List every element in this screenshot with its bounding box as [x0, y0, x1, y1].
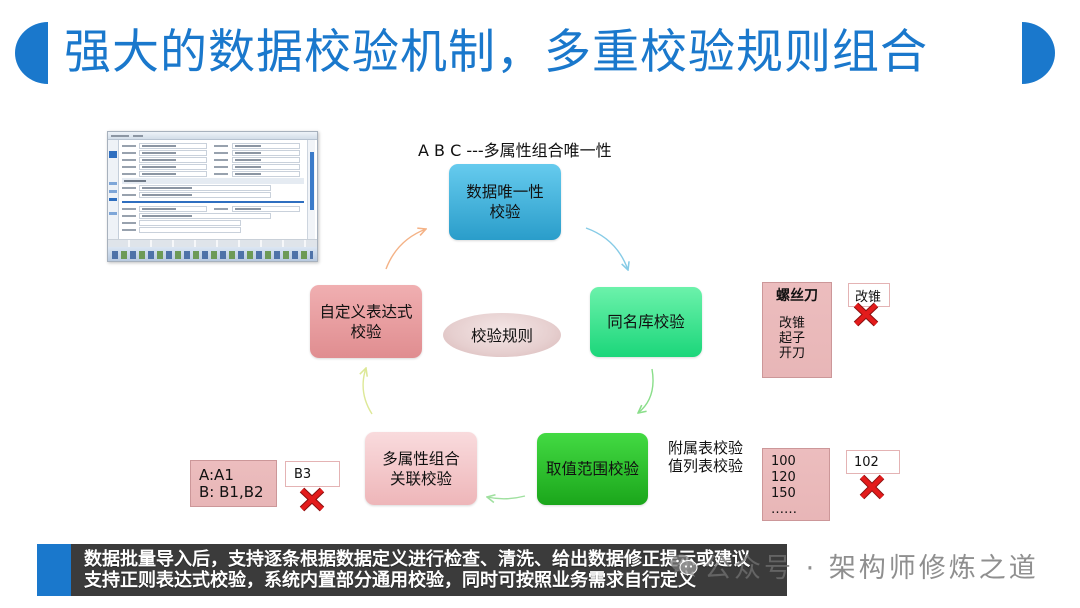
thumb-form-row — [122, 157, 304, 163]
caption-line: 值列表校验 — [668, 457, 744, 475]
title-left-accent — [15, 22, 48, 84]
synonym-item: 开刀 — [779, 346, 806, 361]
banner-line: 支持正则表达式校验，系统内置部分通用校验，同时可按照业务需求自行定义 — [84, 570, 696, 591]
thumb-section-header — [122, 178, 304, 184]
arrow-custom-expression-to-uniqueness — [385, 229, 426, 270]
value-list-caption: 附属表校验 值列表校验 — [668, 439, 743, 475]
thumb-form-row — [122, 227, 304, 233]
node-custom-expression-check: 自定义表达式 校验 — [310, 285, 422, 358]
thumb-form-row — [122, 220, 304, 226]
thumb-form-row — [122, 192, 304, 198]
thumb-form-row — [122, 164, 304, 170]
value-item: 100 — [771, 454, 796, 469]
thumb-nav-item — [109, 151, 117, 158]
node-value-range-check: 取值范围校验 — [537, 433, 648, 505]
value-item: …… — [771, 502, 797, 517]
combination-list: A:A1 B: B1,B2 — [199, 467, 264, 501]
thumb-form — [122, 143, 304, 234]
node-multi-attribute-association-check: 多属性组合 关联校验 — [365, 432, 477, 505]
arrow-same-name-to-value-range — [638, 368, 654, 413]
synonym-dictionary-box: 螺丝刀 改锥 起子 开刀 — [762, 282, 832, 378]
node-label-line: 校验 — [489, 203, 521, 221]
node-data-uniqueness-check: 数据唯一性 校验 — [449, 164, 561, 240]
input-text: 102 — [854, 454, 879, 470]
thumb-form-row — [122, 150, 304, 156]
synonym-list: 改锥 起子 开刀 — [779, 316, 805, 361]
combination-values-box: A:A1 B: B1,B2 — [190, 460, 277, 507]
thumb-nav-item — [109, 182, 117, 185]
summary-banner: 数据批量导入后，支持逐条根据数据定义进行检查、清洗、给出数据修正提示或建议 支持… — [37, 544, 787, 596]
thumb-taskbar — [108, 247, 317, 261]
slide-title: 强大的数据校验机制，多重校验规则组合 — [64, 25, 928, 80]
banner-text: 数据批量导入后，支持逐条根据数据定义进行检查、清洗、给出数据修正提示或建议 支持… — [84, 549, 750, 591]
synonym-term: 螺丝刀 — [776, 288, 818, 304]
thumb-form-row — [122, 185, 304, 191]
combination-input-value: B3 — [285, 461, 340, 487]
arrow-uniqueness-to-same-name — [585, 227, 628, 270]
arrow-value-range-to-multi-attribute — [487, 496, 526, 499]
thumb-scrollbar — [307, 140, 315, 239]
node-label-line: 自定义表达式 — [319, 302, 413, 321]
uniqueness-caption: A B C ---多属性组合唯一性 — [418, 141, 612, 160]
node-label-line: 数据唯一性 — [466, 183, 544, 201]
thumb-divider — [122, 199, 304, 205]
thumb-nav-panel — [108, 140, 119, 239]
value-list-box: 100 120 150 …… — [762, 448, 830, 521]
value-item: 120 — [771, 470, 796, 485]
thumb-form-row — [122, 213, 304, 219]
node-label-line: 同名库校验 — [607, 313, 685, 331]
node-label-line: 多属性组合 — [382, 449, 460, 468]
title-right-accent — [1022, 22, 1055, 84]
center-validation-rules: 校验规则 — [443, 313, 561, 357]
arrow-multi-attribute-to-custom-expression — [363, 368, 373, 415]
cross-icon — [859, 474, 885, 500]
input-text: 改锥 — [855, 289, 882, 305]
node-label-line: 取值范围校验 — [545, 460, 639, 478]
cross-icon — [299, 487, 325, 512]
node-label-line: 校验 — [350, 322, 382, 341]
thumb-form-row — [122, 206, 304, 212]
combination-line: B: B1,B2 — [199, 483, 264, 501]
synonym-item: 改锥 — [779, 316, 806, 331]
combination-line: A:A1 — [199, 466, 234, 484]
thumb-scroll-thumb — [310, 152, 314, 210]
value-item: 150 — [771, 486, 796, 501]
thumb-nav-item — [109, 212, 117, 215]
caption-line: 附属表校验 — [668, 439, 744, 457]
thumb-status-bar — [108, 239, 317, 247]
thumb-title-bar — [108, 132, 317, 140]
thumb-taskbar-icons — [112, 251, 313, 259]
thumb-nav-item — [109, 198, 117, 201]
thumb-form-row — [122, 143, 304, 149]
node-label-line: 关联校验 — [389, 469, 452, 488]
thumb-form-row — [122, 171, 304, 177]
synonym-item: 起子 — [779, 331, 806, 346]
value-list-input-value: 102 — [846, 450, 900, 474]
value-list: 100 120 150 …… — [771, 454, 797, 518]
center-label: 校验规则 — [470, 327, 533, 345]
cross-icon — [853, 302, 879, 327]
software-form-screenshot — [107, 131, 318, 262]
synonym-input-value: 改锥 — [848, 283, 890, 307]
thumb-nav-item — [109, 190, 117, 193]
banner-accent-stripe — [37, 544, 71, 596]
banner-line: 数据批量导入后，支持逐条根据数据定义进行检查、清洗、给出数据修正提示或建议 — [84, 549, 750, 570]
node-same-name-library-check: 同名库校验 — [590, 287, 702, 357]
input-text: B3 — [294, 466, 312, 482]
